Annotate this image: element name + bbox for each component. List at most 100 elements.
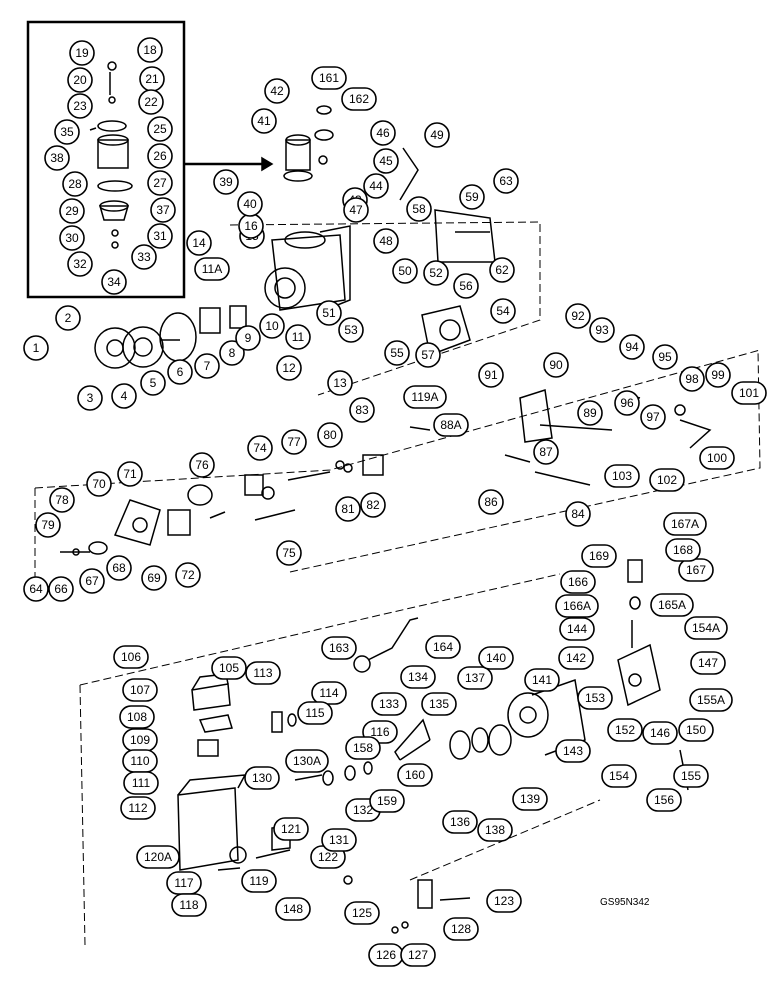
callout-number: 165A — [658, 598, 686, 612]
callout-70: 70 — [86, 471, 112, 497]
callout-40: 40 — [237, 191, 263, 217]
callout-number: 59 — [465, 190, 479, 204]
callout-number: 159 — [377, 794, 397, 808]
callout-number: 108 — [127, 710, 147, 724]
callout-number: 82 — [366, 498, 380, 512]
callout-number: 127 — [408, 948, 428, 962]
callout-159: 159 — [369, 789, 405, 813]
callout-number: 123 — [494, 894, 514, 908]
callout-number: 34 — [107, 275, 121, 289]
callout-number: 64 — [29, 582, 43, 596]
callout-14: 14 — [186, 230, 212, 256]
callout-number: 119A — [411, 390, 438, 404]
callout-115: 115 — [297, 701, 333, 725]
callout-number: 47 — [349, 203, 363, 217]
callout-number: 134 — [408, 670, 428, 684]
callout-number: 79 — [41, 518, 55, 532]
callout-74: 74 — [247, 435, 273, 461]
callout-106: 106 — [113, 645, 149, 669]
callout-number: 72 — [181, 568, 195, 582]
callout-101: 101 — [731, 381, 767, 405]
callout-88a: 88A — [433, 413, 469, 437]
callout-number: 70 — [92, 477, 106, 491]
callout-number: 113 — [253, 666, 272, 680]
callout-number: 77 — [287, 435, 301, 449]
callout-number: 22 — [144, 95, 158, 109]
callout-138: 138 — [477, 818, 513, 842]
callout-number: 46 — [376, 126, 390, 140]
callout-number: 161 — [319, 71, 339, 85]
callout-167: 167 — [678, 558, 714, 582]
callout-130a: 130A — [285, 749, 329, 773]
callout-number: 98 — [685, 372, 699, 386]
callout-169: 169 — [581, 544, 617, 568]
callout-97: 97 — [640, 404, 666, 430]
callout-109: 109 — [122, 728, 158, 752]
callout-11: 11 — [285, 324, 311, 350]
callout-number: 116 — [370, 725, 389, 739]
callout-27: 27 — [147, 170, 173, 196]
callout-number: 90 — [549, 358, 563, 372]
callout-94: 94 — [619, 334, 645, 360]
callout-22: 22 — [138, 89, 164, 115]
callout-39: 39 — [213, 169, 239, 195]
callout-72: 72 — [175, 562, 201, 588]
callout-166: 166 — [560, 570, 596, 594]
callout-76: 76 — [189, 452, 215, 478]
callout-103: 103 — [604, 464, 640, 488]
callout-35: 35 — [54, 119, 80, 145]
callout-number: 30 — [65, 231, 79, 245]
callout-number: 130 — [252, 771, 272, 785]
callout-number: 143 — [563, 744, 583, 758]
callout-number: 146 — [650, 726, 670, 740]
callout-number: 88A — [440, 418, 461, 432]
callout-number: 160 — [405, 768, 425, 782]
callout-3: 3 — [77, 385, 103, 411]
callout-110: 110 — [122, 749, 158, 773]
callout-number: 54 — [496, 304, 510, 318]
callout-127: 127 — [400, 943, 436, 967]
callout-number: 169 — [589, 549, 609, 563]
callout-number: 80 — [323, 428, 337, 442]
callout-32: 32 — [67, 251, 93, 277]
callout-number: 131 — [329, 833, 349, 847]
callout-number: 122 — [318, 850, 338, 864]
callout-number: 152 — [615, 723, 635, 737]
callout-number: 147 — [698, 656, 718, 670]
callout-number: 133 — [379, 697, 399, 711]
callout-number: 44 — [369, 179, 383, 193]
callout-59: 59 — [459, 184, 485, 210]
callout-number: 25 — [153, 122, 167, 136]
callout-number: 115 — [305, 706, 324, 720]
callout-number: 55 — [390, 346, 404, 360]
callout-46: 46 — [370, 120, 396, 146]
callout-53: 53 — [338, 317, 364, 343]
callout-92: 92 — [565, 303, 591, 329]
callout-number: 39 — [219, 175, 233, 189]
callout-number: 57 — [421, 348, 435, 362]
callout-100: 100 — [699, 446, 735, 470]
callout-133: 133 — [371, 692, 407, 716]
callout-113: 113 — [245, 661, 281, 685]
callout-64: 64 — [23, 576, 49, 602]
callout-number: 86 — [484, 495, 498, 509]
callout-12: 12 — [276, 355, 302, 381]
callout-number: 96 — [620, 396, 634, 410]
callout-number: 141 — [532, 673, 552, 687]
callout-20: 20 — [67, 67, 93, 93]
callout-number: 138 — [485, 823, 505, 837]
callout-10: 10 — [259, 313, 285, 339]
callout-number: 32 — [73, 257, 87, 271]
callout-number: 48 — [379, 234, 393, 248]
callout-number: 81 — [341, 502, 355, 516]
callout-121: 121 — [273, 817, 309, 841]
callout-134: 134 — [400, 665, 436, 689]
callout-137: 137 — [457, 666, 493, 690]
callout-2: 2 — [55, 305, 81, 331]
callout-130: 130 — [244, 766, 280, 790]
callout-49: 49 — [424, 122, 450, 148]
callout-number: 74 — [253, 441, 267, 455]
callout-1: 1 — [23, 335, 49, 361]
callout-number: 66 — [54, 582, 68, 596]
callout-number: 41 — [257, 114, 271, 128]
